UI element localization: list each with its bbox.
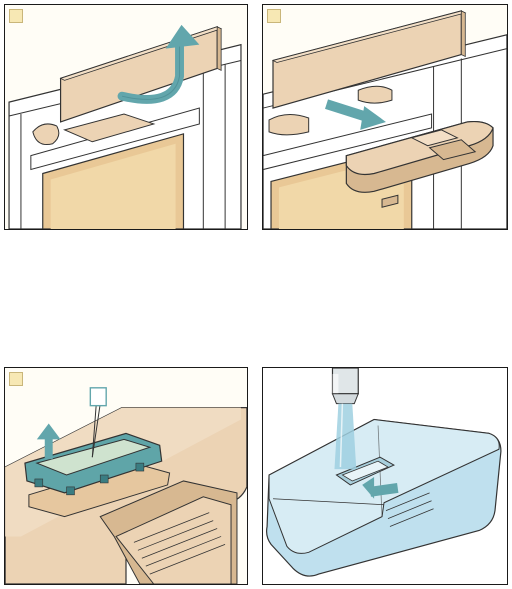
remove-filter-illustration	[5, 368, 247, 584]
step-marker	[267, 9, 281, 23]
step-marker	[9, 9, 23, 23]
step-3-panel	[4, 367, 248, 585]
lift-cover-illustration	[5, 5, 247, 229]
step-2-panel	[262, 4, 508, 230]
step-marker	[9, 372, 23, 386]
step-1-panel	[4, 4, 248, 230]
rinse-filter-illustration	[263, 368, 507, 584]
step-4-panel	[262, 367, 508, 585]
remove-tank-illustration	[263, 5, 507, 229]
